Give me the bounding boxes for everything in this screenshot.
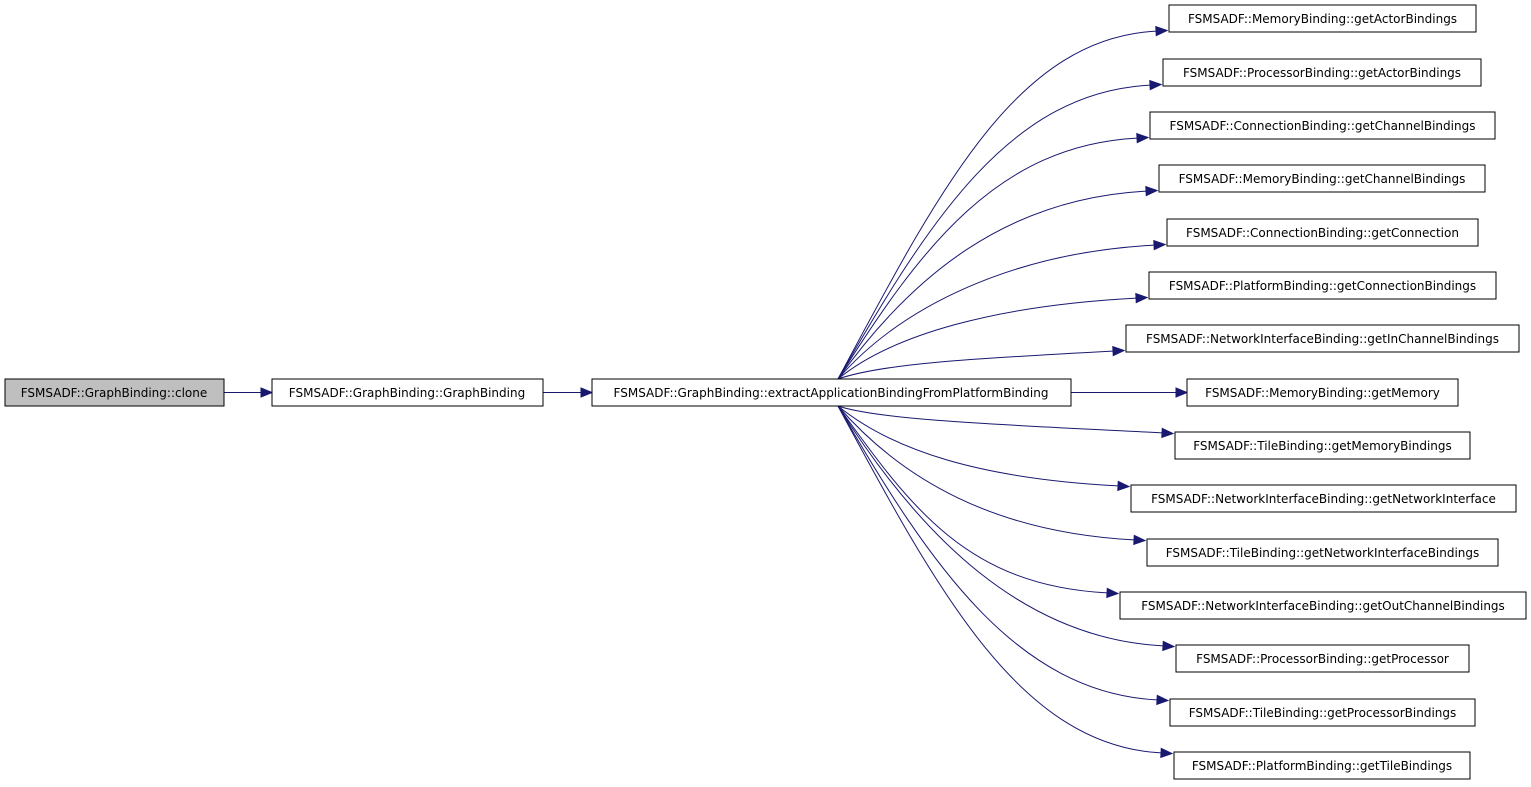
node-callee-box bbox=[1173, 751, 1471, 780]
edge-extract-callee-6 bbox=[837, 350, 1114, 380]
edge-extract-callee-11-arrowhead bbox=[1106, 587, 1120, 599]
node-constructor-box bbox=[271, 378, 544, 407]
node-callee-box bbox=[1148, 271, 1497, 300]
node-root[interactable]: FSMSADF::GraphBinding::clone bbox=[4, 378, 225, 407]
node-callee-box bbox=[1175, 644, 1470, 673]
edge-extract-callee-0 bbox=[837, 30, 1157, 380]
edge-extract-callee-9-arrowhead bbox=[1117, 480, 1131, 492]
node-callee-label: FSMSADF::NetworkInterfaceBinding::getOut… bbox=[1141, 599, 1505, 613]
node-callee-label: FSMSADF::ConnectionBinding::getChannelBi… bbox=[1170, 119, 1476, 133]
edge-extract-callee-14 bbox=[837, 405, 1162, 754]
node-callee-label: FSMSADF::TileBinding::getNetworkInterfac… bbox=[1166, 546, 1480, 560]
node-callee-4[interactable]: FSMSADF::ConnectionBinding::getConnectio… bbox=[1166, 218, 1479, 247]
edge-extract-callee-2-arrowhead bbox=[1136, 132, 1150, 144]
node-constructor-label: FSMSADF::GraphBinding::GraphBinding bbox=[289, 386, 525, 400]
edge-root-constructor-arrowhead bbox=[260, 387, 274, 398]
node-callee-label: FSMSADF::MemoryBinding::getMemory bbox=[1205, 386, 1440, 400]
node-extract-box bbox=[591, 378, 1072, 407]
node-callee-0[interactable]: FSMSADF::MemoryBinding::getActorBindings bbox=[1168, 4, 1477, 33]
node-callee-box bbox=[1158, 164, 1486, 193]
node-callee-7[interactable]: FSMSADF::MemoryBinding::getMemory bbox=[1186, 378, 1459, 407]
node-callee-label: FSMSADF::PlatformBinding::getTileBinding… bbox=[1192, 759, 1452, 773]
node-callee-1[interactable]: FSMSADF::ProcessorBinding::getActorBindi… bbox=[1162, 58, 1482, 87]
node-callee-3[interactable]: FSMSADF::MemoryBinding::getChannelBindin… bbox=[1158, 164, 1486, 193]
node-callee-box bbox=[1125, 324, 1520, 353]
node-callee-label: FSMSADF::ProcessorBinding::getProcessor bbox=[1196, 652, 1449, 666]
edge-extract-callee-5 bbox=[837, 297, 1137, 380]
node-callee-8[interactable]: FSMSADF::TileBinding::getMemoryBindings bbox=[1174, 431, 1471, 460]
edge-layer bbox=[224, 25, 1189, 759]
node-callee-box bbox=[1119, 591, 1527, 620]
node-constructor[interactable]: FSMSADF::GraphBinding::GraphBinding bbox=[271, 378, 544, 407]
node-callee-label: FSMSADF::NetworkInterfaceBinding::getNet… bbox=[1151, 492, 1496, 506]
node-callee-6[interactable]: FSMSADF::NetworkInterfaceBinding::getInC… bbox=[1125, 324, 1520, 353]
node-callee-box bbox=[1174, 431, 1471, 460]
node-callee-box bbox=[1130, 484, 1517, 513]
edge-extract-callee-10 bbox=[837, 405, 1135, 541]
edge-extract-callee-13-arrowhead bbox=[1156, 694, 1170, 706]
node-callee-box bbox=[1149, 111, 1496, 140]
node-callee-5[interactable]: FSMSADF::PlatformBinding::getConnectionB… bbox=[1148, 271, 1497, 300]
node-callee-box bbox=[1169, 698, 1476, 727]
node-callee-11[interactable]: FSMSADF::NetworkInterfaceBinding::getOut… bbox=[1119, 591, 1527, 620]
node-root-box bbox=[4, 378, 225, 407]
edge-extract-callee-6-arrowhead bbox=[1112, 345, 1126, 357]
node-callee-box bbox=[1166, 218, 1479, 247]
node-callee-12[interactable]: FSMSADF::ProcessorBinding::getProcessor bbox=[1175, 644, 1470, 673]
edge-extract-callee-12-arrowhead bbox=[1162, 640, 1176, 652]
edge-extract-callee-9 bbox=[837, 405, 1119, 487]
edge-extract-callee-14-arrowhead bbox=[1160, 747, 1174, 759]
callee-node-layer: FSMSADF::MemoryBinding::getActorBindings… bbox=[1119, 4, 1527, 780]
node-callee-label: FSMSADF::ProcessorBinding::getActorBindi… bbox=[1183, 66, 1461, 80]
edge-extract-callee-4-arrowhead bbox=[1153, 239, 1167, 251]
edge-extract-callee-8 bbox=[837, 405, 1163, 434]
node-extract[interactable]: FSMSADF::GraphBinding::extractApplicatio… bbox=[591, 378, 1072, 407]
edge-extract-callee-0-arrowhead bbox=[1155, 25, 1169, 37]
node-callee-13[interactable]: FSMSADF::TileBinding::getProcessorBindin… bbox=[1169, 698, 1476, 727]
node-callee-box bbox=[1186, 378, 1459, 407]
edge-constructor-extract-arrowhead bbox=[580, 387, 594, 398]
node-callee-14[interactable]: FSMSADF::PlatformBinding::getTileBinding… bbox=[1173, 751, 1471, 780]
edge-extract-callee-7-arrowhead bbox=[1175, 387, 1189, 398]
node-callee-label: FSMSADF::PlatformBinding::getConnectionB… bbox=[1169, 279, 1476, 293]
node-callee-2[interactable]: FSMSADF::ConnectionBinding::getChannelBi… bbox=[1149, 111, 1496, 140]
edge-extract-callee-5-arrowhead bbox=[1135, 292, 1149, 304]
edge-extract-callee-2 bbox=[837, 137, 1138, 380]
node-callee-label: FSMSADF::NetworkInterfaceBinding::getInC… bbox=[1146, 332, 1499, 346]
node-callee-label: FSMSADF::MemoryBinding::getActorBindings bbox=[1188, 12, 1457, 26]
edge-extract-callee-11 bbox=[837, 405, 1108, 594]
node-callee-10[interactable]: FSMSADF::TileBinding::getNetworkInterfac… bbox=[1146, 538, 1499, 567]
edge-extract-callee-3-arrowhead bbox=[1145, 185, 1159, 197]
edge-extract-callee-1-arrowhead bbox=[1149, 79, 1163, 91]
node-callee-box bbox=[1146, 538, 1499, 567]
edge-extract-callee-8-arrowhead bbox=[1161, 427, 1175, 439]
node-callee-9[interactable]: FSMSADF::NetworkInterfaceBinding::getNet… bbox=[1130, 484, 1517, 513]
edge-extract-callee-1 bbox=[837, 84, 1151, 380]
node-extract-label: FSMSADF::GraphBinding::extractApplicatio… bbox=[614, 386, 1049, 400]
node-callee-label: FSMSADF::ConnectionBinding::getConnectio… bbox=[1186, 226, 1459, 240]
edge-extract-callee-4 bbox=[837, 244, 1155, 380]
edge-extract-callee-13 bbox=[837, 405, 1158, 701]
edge-extract-callee-3 bbox=[837, 190, 1147, 380]
edge-extract-callee-10-arrowhead bbox=[1133, 534, 1147, 546]
node-callee-label: FSMSADF::TileBinding::getProcessorBindin… bbox=[1189, 706, 1457, 720]
node-callee-box bbox=[1168, 4, 1477, 33]
node-callee-box bbox=[1162, 58, 1482, 87]
edge-extract-callee-12 bbox=[837, 405, 1164, 647]
node-callee-label: FSMSADF::MemoryBinding::getChannelBindin… bbox=[1179, 172, 1466, 186]
node-root-label: FSMSADF::GraphBinding::clone bbox=[21, 386, 208, 400]
node-callee-label: FSMSADF::TileBinding::getMemoryBindings bbox=[1193, 439, 1452, 453]
